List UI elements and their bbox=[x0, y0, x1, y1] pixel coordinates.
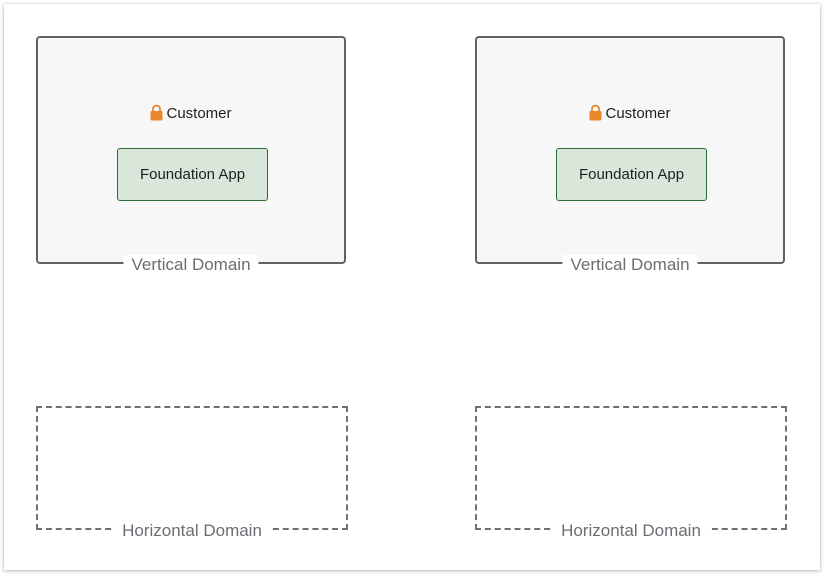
foundation-app-label: Foundation App bbox=[139, 166, 246, 183]
customer-row: Customer bbox=[38, 104, 344, 127]
customer-row: Customer bbox=[477, 104, 783, 127]
horizontal-domain-box: Horizontal Domain bbox=[36, 406, 348, 541]
customer-label: Customer bbox=[605, 105, 671, 122]
horizontal-domain-label: Horizontal Domain bbox=[553, 521, 709, 541]
customer-label: Customer bbox=[166, 105, 232, 122]
foundation-app-box: Foundation App bbox=[117, 148, 268, 201]
horizontal-domain-box: Horizontal Domain bbox=[475, 406, 787, 541]
padlock-icon bbox=[589, 104, 602, 127]
foundation-app-box: Foundation App bbox=[556, 148, 707, 201]
vertical-domain-label: Vertical Domain bbox=[123, 255, 259, 275]
vertical-domain-box: Customer Foundation App Vertical Domain bbox=[475, 36, 785, 275]
vertical-domain-label: Vertical Domain bbox=[562, 255, 698, 275]
vertical-domain-box: Customer Foundation App Vertical Domain bbox=[36, 36, 346, 275]
padlock-icon bbox=[150, 104, 163, 127]
foundation-app-label: Foundation App bbox=[578, 166, 685, 183]
horizontal-domain-label: Horizontal Domain bbox=[114, 521, 270, 541]
diagram-panel: Customer Foundation App Vertical Domain … bbox=[4, 4, 820, 570]
